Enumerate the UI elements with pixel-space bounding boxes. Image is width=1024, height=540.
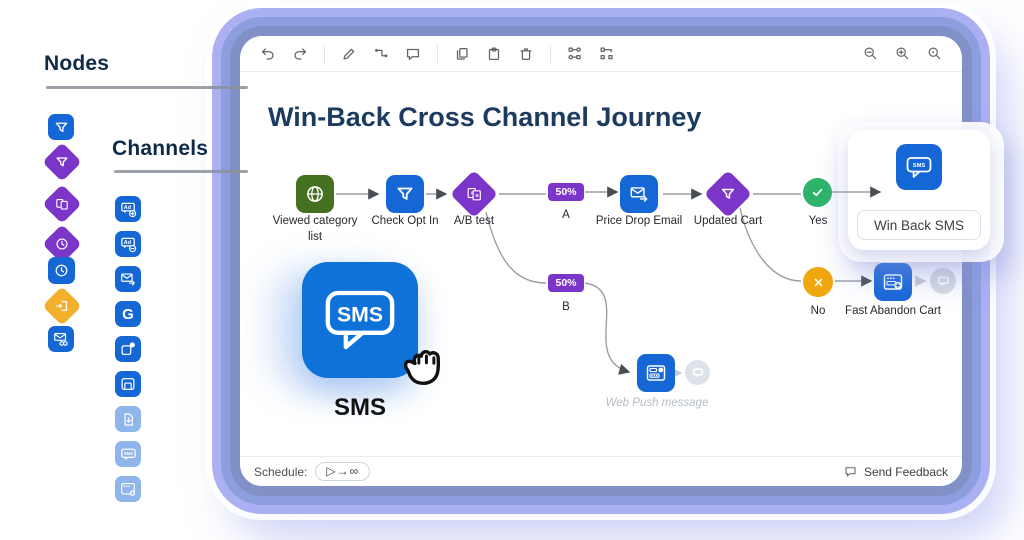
connector-tool-button[interactable] [368,42,394,66]
sms-bubble-icon: SMS [325,290,395,350]
schedule-label: Schedule: [254,464,308,479]
send-feedback-button[interactable]: Send Feedback [843,464,948,479]
audience-export-channel-icon[interactable] [115,336,141,362]
journey-title: Win-Back Cross Channel Journey [268,102,702,132]
google-channel-icon[interactable]: G [115,301,141,327]
web-push-channel-icon[interactable] [115,476,141,502]
onsite-display-channel-icon[interactable] [115,371,141,397]
toolbar-divider [550,44,551,63]
updated-cart-label: Updated Cart [693,215,763,227]
branch-b-percentage-badge[interactable]: 50% [548,274,584,292]
win-back-sms-label: Win Back SMS [857,210,981,240]
web-push-message-label: Web Push message [605,397,709,409]
send-email-channel-icon[interactable] [115,266,141,292]
redo-button[interactable] [287,42,313,66]
yes-branch-label: Yes [808,215,828,227]
split-branch-button[interactable] [594,42,620,66]
ab-split-node-icon[interactable] [42,184,82,224]
google-letter: G [122,305,134,323]
delay-node-icon[interactable] [48,257,75,284]
svg-text:Ad: Ad [123,205,130,211]
nodes-pointer-line [46,86,248,89]
zoom-reset-button[interactable] [921,42,947,66]
no-branch-node[interactable] [803,267,833,297]
edit-button[interactable] [336,42,362,66]
file-import-channel-icon[interactable] [115,406,141,432]
yes-branch-node[interactable] [803,178,832,207]
canvas-toolbar [240,36,962,72]
merge-branch-button[interactable] [562,42,588,66]
zoom-in-button[interactable] [889,42,915,66]
ab-test-label: A/B test [453,215,495,227]
zoom-controls [854,42,950,66]
delete-button[interactable] [513,42,539,66]
schedule-pill[interactable]: ▷→∞ [315,462,371,481]
filter-node-icon[interactable] [48,114,74,140]
check-opt-in-label: Check Opt In [371,215,439,227]
viewed-category-label: Viewed category list [272,215,358,243]
branch-b-label: B [562,301,570,313]
send-feedback-text: Send Feedback [863,464,948,479]
ad-audience-add-icon[interactable]: Ad [115,196,141,222]
exit-node-icon[interactable] [42,286,82,326]
recurring-email-node-icon[interactable] [48,326,74,352]
nodes-heading: Nodes [44,52,110,75]
paste-button[interactable] [481,42,507,66]
journey-builder-window: Win-Back Cross Channel Journey [240,36,962,486]
toolbar-divider [324,44,325,63]
undo-button[interactable] [255,42,281,66]
placeholder-node[interactable] [685,360,710,385]
sms-drag-tile[interactable]: SMS [302,262,418,378]
filter-branch-node-icon[interactable] [42,142,82,182]
win-back-sms-card[interactable]: SMS Win Back SMS [848,130,990,250]
svg-text:SMS: SMS [337,303,383,326]
svg-text:SMS: SMS [913,163,926,169]
copy-button[interactable] [449,42,475,66]
viewed-category-node[interactable] [296,175,334,213]
ad-audience-remove-icon[interactable]: Ad [115,231,141,257]
comment-button[interactable] [400,42,426,66]
toolbar-divider [437,44,438,63]
zoom-out-button[interactable] [857,42,883,66]
canvas-footer: Schedule: ▷→∞ Send Feedback [240,456,962,486]
channels-heading: Channels [112,137,209,160]
price-drop-email-node[interactable] [620,175,658,213]
web-push-message-node[interactable] [637,354,675,392]
branch-a-percentage-badge[interactable]: 50% [548,183,584,201]
branch-a-label: A [562,209,570,221]
hand-cursor-icon [403,350,440,385]
placeholder-node[interactable] [930,268,956,294]
svg-text:SMS: SMS [123,451,132,456]
channels-pointer-line [114,170,248,173]
wait-branch-node-icon[interactable] [42,224,82,264]
win-back-sms-icon: SMS [896,144,942,190]
fast-abandon-cart-node[interactable] [874,263,912,301]
sms-channel-icon[interactable]: SMS [115,441,141,467]
fast-abandon-cart-label: Fast Abandon Cart [845,305,941,317]
updated-cart-node[interactable] [705,171,751,217]
sms-drag-label: SMS [333,394,386,421]
svg-text:Ad: Ad [123,240,130,246]
no-branch-label: No [810,305,826,317]
check-opt-in-node[interactable] [386,175,424,213]
svg-text:B: B [475,193,479,198]
feedback-comment-icon [845,467,856,477]
svg-text:A: A [470,191,474,196]
price-drop-email-label: Price Drop Email [595,215,683,227]
